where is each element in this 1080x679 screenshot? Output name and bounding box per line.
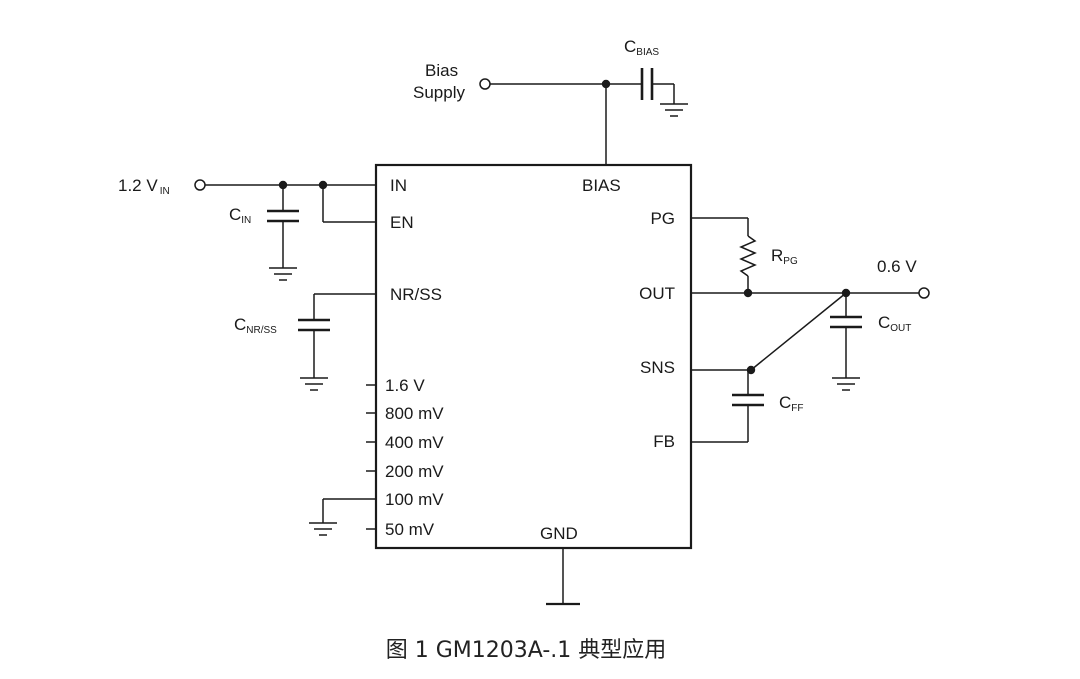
c-bias-label: CBIAS: [624, 37, 659, 58]
pin-800mv-label: 800 mV: [385, 404, 444, 423]
c-out-label: COUT: [878, 313, 911, 334]
bias-supply-label-line1: Bias: [425, 61, 458, 80]
vout-terminal: [918, 287, 930, 299]
pin-sns-label: SNS: [640, 358, 675, 377]
vsel-100mv-ground: [309, 498, 376, 536]
pin-nrss-label: NR/SS: [390, 285, 442, 304]
r-pg-resistor: [739, 235, 757, 277]
bias-supply-terminal: [479, 78, 491, 90]
gnd-net: [546, 548, 580, 606]
pin-en-label: EN: [390, 213, 414, 232]
vin-net: [194, 179, 376, 281]
figure-caption: 图 1 GM1203A-.1 典型应用: [386, 638, 667, 663]
bias-supply-net: [479, 68, 688, 165]
pin-out-label: OUT: [639, 284, 675, 303]
pin-50mv-label: 50 mV: [385, 520, 435, 539]
ground-symbol: [269, 267, 297, 281]
pin-fb-label: FB: [653, 432, 675, 451]
r-pg-label: RPG: [771, 246, 798, 267]
c-in-label: CIN: [229, 205, 251, 226]
pin-1v6-label: 1.6 V: [385, 376, 425, 395]
pin-pg-label: PG: [650, 209, 675, 228]
nrss-net: [298, 293, 376, 391]
output-net: [691, 217, 930, 443]
bias-supply-label-line2: Supply: [413, 83, 465, 102]
vout-label: 0.6 V: [877, 257, 917, 276]
pin-100mv-label: 100 mV: [385, 490, 444, 509]
ground-symbol: [300, 377, 328, 391]
pin-gnd-label: GND: [540, 524, 578, 543]
ground-symbol: [660, 103, 688, 117]
junction-dot: [601, 79, 611, 89]
ic-body: [374, 163, 693, 550]
pin-bias-label: BIAS: [582, 176, 621, 195]
ground-symbol: [832, 377, 860, 391]
pin-400mv-label: 400 mV: [385, 433, 444, 452]
c-nrss-label: CNR/SS: [234, 315, 277, 336]
vin-terminal: [194, 179, 206, 191]
vsel-pin-ticks: [366, 384, 376, 530]
junction-dot: [746, 365, 756, 375]
pin-200mv-label: 200 mV: [385, 462, 444, 481]
pin-in-label: IN: [390, 176, 407, 195]
junction-dot: [743, 288, 753, 298]
c-ff-label: CFF: [779, 393, 804, 414]
